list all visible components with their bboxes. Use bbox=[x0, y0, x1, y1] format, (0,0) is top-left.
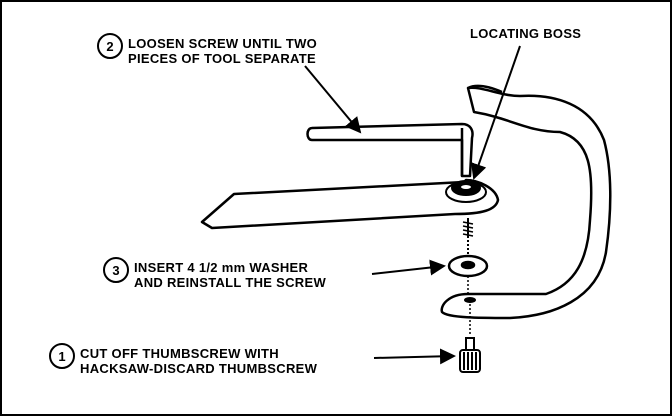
callout-3: 3 INSERT 4 1/2 mm WASHER AND REINSTALL T… bbox=[103, 257, 446, 290]
locating-boss bbox=[445, 180, 487, 203]
hex-key-icon bbox=[306, 122, 474, 178]
callout-3-line-2: AND REINSTALL THE SCREW bbox=[134, 275, 326, 290]
callout-1-line-1: CUT OFF THUMBSCREW WITH bbox=[80, 346, 279, 361]
callout-3-number: 3 bbox=[112, 263, 119, 278]
screw-hole bbox=[464, 297, 476, 303]
locating-boss-callout: LOCATING BOSS bbox=[470, 26, 581, 180]
callout-3-line-1: INSERT 4 1/2 mm WASHER bbox=[134, 260, 309, 275]
callout-2-number: 2 bbox=[106, 39, 113, 54]
locating-boss-label: LOCATING BOSS bbox=[470, 26, 581, 41]
callout-1: 1 CUT OFF THUMBSCREW WITH HACKSAW-DISCAR… bbox=[49, 343, 456, 376]
callout-1-leader bbox=[373, 348, 456, 365]
callout-2-line-1: LOOSEN SCREW UNTIL TWO bbox=[128, 36, 317, 51]
locating-boss-leader bbox=[471, 45, 521, 180]
washer-icon bbox=[447, 254, 489, 278]
thumbscrew-icon bbox=[459, 337, 481, 373]
callout-2-line-2: PIECES OF TOOL SEPARATE bbox=[128, 51, 316, 66]
callout-3-leader bbox=[371, 259, 446, 276]
c-frame bbox=[440, 84, 612, 320]
callout-1-line-2: HACKSAW-DISCARD THUMBSCREW bbox=[80, 361, 318, 376]
callout-2: 2 LOOSEN SCREW UNTIL TWO PIECES OF TOOL … bbox=[97, 33, 362, 134]
screw-icon bbox=[462, 218, 474, 254]
callout-1-number: 1 bbox=[58, 349, 65, 364]
callout-2-leader bbox=[304, 65, 362, 134]
